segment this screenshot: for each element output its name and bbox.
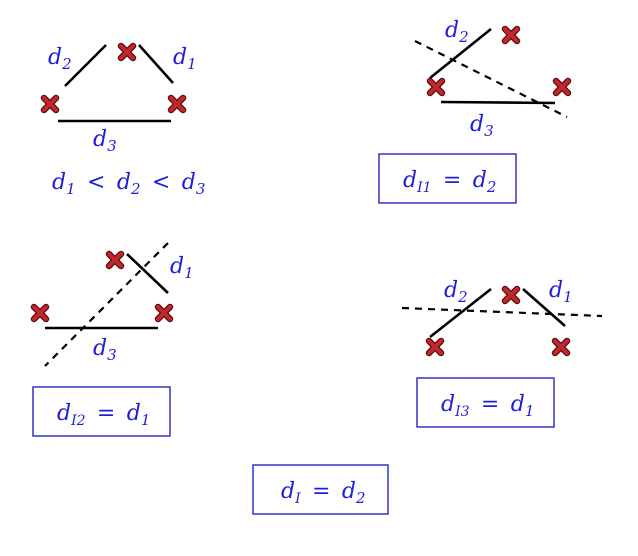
point-marker [158, 307, 170, 319]
point-marker [430, 81, 442, 93]
point-marker [505, 29, 517, 41]
segment-d3 [440, 100, 556, 105]
point-marker [34, 307, 46, 319]
segment-d1 [126, 253, 169, 294]
result-d-i: dI = d2 [281, 479, 366, 509]
label-d1: d1 [170, 254, 194, 282]
segment-d2 [64, 44, 107, 87]
segment-d1 [138, 44, 174, 84]
result-box-d-i1 [378, 153, 517, 204]
result-box-d-i [252, 464, 389, 515]
point-marker [556, 81, 568, 93]
result-d-i2: dI2 = d1 [57, 401, 150, 431]
point-marker [555, 341, 567, 353]
separating-dashed-line [401, 306, 603, 318]
point-marker [44, 98, 56, 110]
label-d1: d1 [549, 278, 573, 306]
point-marker [109, 254, 121, 266]
label-d3: d3 [470, 112, 494, 140]
panel-bottom: dI = d2 [252, 464, 389, 515]
panel-middle-left: d1 d3 dI2 = d1 [32, 242, 194, 437]
separating-dashed-line [44, 242, 169, 367]
panel-top-left: d2 d1 d3 d1 < d2 < d3 [44, 44, 205, 200]
label-d2: d2 [48, 45, 72, 73]
panel-middle-right: d2 d1 dI3 = d1 [401, 278, 603, 428]
segment-d1 [522, 288, 566, 327]
label-d3: d3 [93, 336, 117, 364]
segment-d2 [429, 27, 492, 80]
result-d-i3: dI3 = d1 [441, 392, 534, 422]
point-marker [505, 289, 517, 301]
point-marker [429, 341, 441, 353]
point-marker [171, 98, 183, 110]
label-d1: d1 [173, 45, 197, 73]
label-d2: d2 [444, 278, 468, 306]
result-box-d-i3 [416, 377, 555, 428]
result-d-i1: dI1 = d2 [403, 168, 496, 198]
inequality: d1 < d2 < d3 [52, 170, 205, 200]
segment-d2 [429, 287, 492, 339]
label-d2: d2 [445, 18, 469, 46]
separating-dashed-line [414, 40, 568, 118]
panel-top-right: d2 d3 dI1 = d2 [378, 18, 568, 204]
result-box-d-i2 [32, 386, 171, 437]
point-marker [121, 46, 133, 58]
label-d3: d3 [93, 127, 117, 155]
